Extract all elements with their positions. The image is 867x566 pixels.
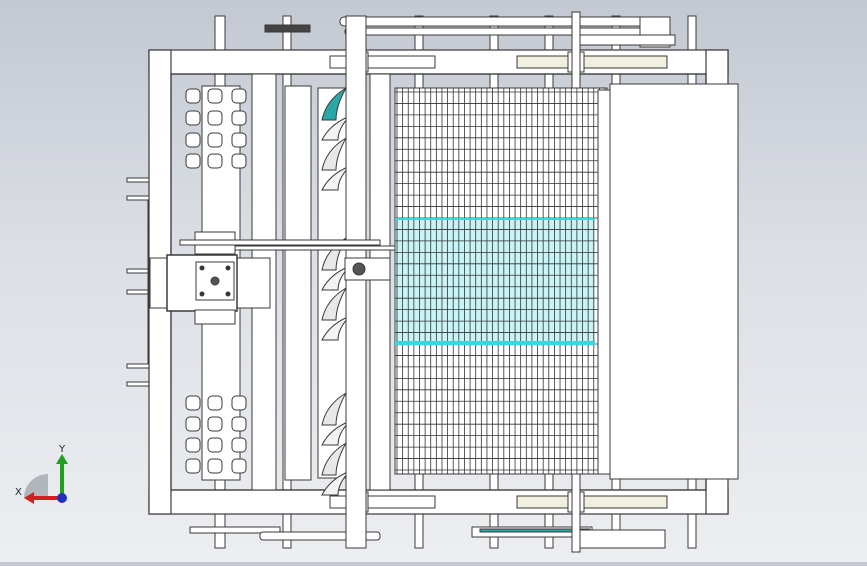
y-axis-label: Y: [58, 444, 66, 455]
bottom-chain-drive: [189, 526, 666, 549]
y-axis-head: [56, 454, 68, 464]
roller-tine: [231, 88, 247, 104]
roller-tine: [207, 395, 223, 411]
conveyor-grid: [394, 87, 608, 475]
gearbox: [149, 231, 396, 325]
roller-tine: [185, 395, 201, 411]
roller-tines: [185, 88, 247, 474]
z-axis-dot: [57, 493, 67, 503]
roller-tine: [207, 458, 223, 474]
x-axis-label: X: [15, 487, 22, 498]
orientation-triad[interactable]: Y X: [14, 440, 84, 510]
roller-tine: [207, 153, 223, 169]
roller-tine: [207, 437, 223, 453]
roller-tine: [231, 416, 247, 432]
roller-tine: [185, 416, 201, 432]
roller-tine: [231, 153, 247, 169]
roller-tine: [185, 88, 201, 104]
roller-tine: [207, 88, 223, 104]
roller-tine: [231, 458, 247, 474]
roller-tine: [185, 458, 201, 474]
roller-tine: [207, 416, 223, 432]
central-shaft: [345, 11, 581, 553]
roller-tine: [231, 437, 247, 453]
roller-tine: [207, 110, 223, 126]
roller-tine: [231, 110, 247, 126]
top-chain-drive: [264, 16, 676, 48]
output-plate: [597, 83, 739, 480]
roller-tine: [231, 395, 247, 411]
roller-tine: [207, 132, 223, 148]
roller-tine: [185, 153, 201, 169]
roller-tine: [185, 132, 201, 148]
triad-plane: [24, 474, 48, 498]
roller-tine: [185, 110, 201, 126]
roller-tine: [185, 437, 201, 453]
roller-tine: [231, 132, 247, 148]
x-axis-head: [24, 492, 34, 504]
